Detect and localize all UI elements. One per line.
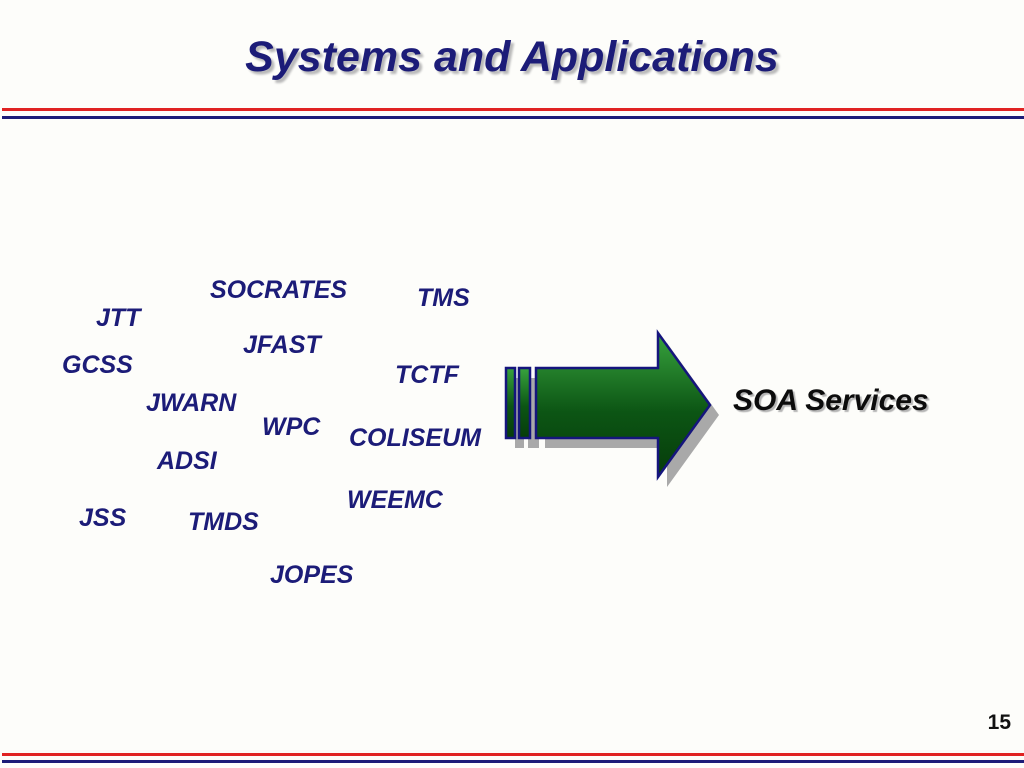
system-label-jfast: JFAST	[243, 331, 321, 359]
top-rule-navy	[2, 116, 1024, 119]
striped-right-arrow-icon	[504, 329, 719, 487]
system-label-tmds: TMDS	[188, 508, 259, 536]
system-label-jopes: JOPES	[270, 561, 354, 589]
system-label-socrates: SOCRATES	[210, 276, 348, 304]
soa-services-label: SOA Services	[733, 384, 929, 417]
top-rule-red	[2, 108, 1024, 111]
system-label-tctf: TCTF	[395, 361, 459, 389]
system-label-gcss: GCSS	[62, 351, 133, 379]
system-label-weemc: WEEMC	[347, 486, 443, 514]
system-label-wpc: WPC	[262, 413, 321, 441]
arrow-body	[504, 329, 712, 481]
bottom-rule-red	[2, 753, 1024, 756]
page-number: 15	[987, 711, 1011, 734]
system-label-adsi: ADSI	[157, 447, 217, 475]
system-label-jss: JSS	[79, 504, 127, 532]
bottom-rule-navy	[2, 760, 1024, 763]
system-label-coliseum: COLISEUM	[349, 424, 481, 452]
slide-title: Systems and Applications	[245, 33, 779, 81]
system-label-jtt: JTT	[96, 304, 141, 332]
system-label-tms: TMS	[417, 284, 470, 312]
system-label-jwarn: JWARN	[146, 389, 237, 417]
